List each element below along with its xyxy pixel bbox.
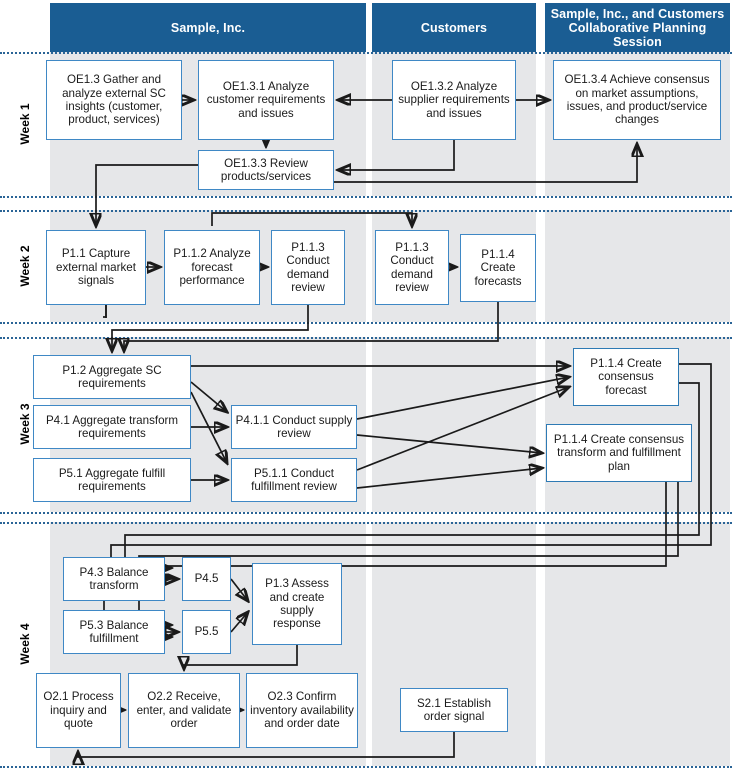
node-p55[interactable]: P5.5 <box>182 610 231 654</box>
node-label: P1.1.4 Create consensus transform and fu… <box>553 432 685 473</box>
column-header-collaborative: Sample, Inc., and Customers Collaborativ… <box>545 3 730 52</box>
node-label: S2.1 Establish order signal <box>416 696 492 723</box>
node-label: OE1.3.4 Achieve consensus on market assu… <box>564 73 710 127</box>
node-p114-forecasts[interactable]: P1.1.4 Create forecasts <box>460 234 536 302</box>
node-label: O2.2 Receive, enter, and validate order <box>136 690 232 731</box>
node-p511[interactable]: P5.1.1 Conduct fulfillment review <box>231 458 357 502</box>
row-label-week1: Week 1 <box>18 103 32 145</box>
node-label: P5.1.1 Conduct fulfillment review <box>251 466 337 493</box>
node-oe133[interactable]: OE1.3.3 Review products/services <box>198 150 334 190</box>
column-gutter-1 <box>366 52 372 766</box>
row-label-week3: Week 3 <box>18 403 32 445</box>
node-o22[interactable]: O2.2 Receive, enter, and validate order <box>128 673 240 748</box>
row-label-week2: Week 2 <box>18 245 32 287</box>
node-s21[interactable]: S2.1 Establish order signal <box>400 688 508 732</box>
node-oe131[interactable]: OE1.3.1 Analyze customer requirements an… <box>198 60 334 140</box>
node-o23[interactable]: O2.3 Confirm inventory availability and … <box>246 673 358 748</box>
node-p41[interactable]: P4.1 Aggregate transform requirements <box>33 405 191 449</box>
row-separator-week3-top <box>0 337 732 339</box>
node-p13[interactable]: P1.3 Assess and create supply response <box>252 563 342 645</box>
column-header-label: Sample, Inc. <box>170 20 246 35</box>
node-p113-internal[interactable]: P1.1.3 Conduct demand review <box>271 230 345 305</box>
node-oe134[interactable]: OE1.3.4 Achieve consensus on market assu… <box>553 60 721 140</box>
node-label: OE1.3.3 Review products/services <box>220 156 312 183</box>
node-p43[interactable]: P4.3 Balance transform <box>63 557 165 601</box>
node-label: P1.2 Aggregate SC requirements <box>62 363 162 390</box>
row-separator-week2-bot <box>0 322 732 324</box>
node-oe13[interactable]: OE1.3 Gather and analyze external SC ins… <box>46 60 182 140</box>
node-label: P5.1 Aggregate fulfill requirements <box>58 466 166 493</box>
node-p114-consensus-forecast[interactable]: P1.1.4 Create consensus forecast <box>573 348 679 406</box>
node-label: P1.1.4 Create consensus forecast <box>590 356 662 397</box>
node-label: OE1.3.1 Analyze customer requirements an… <box>206 79 326 120</box>
column-header-sample: Sample, Inc. <box>50 3 366 52</box>
node-p51[interactable]: P5.1 Aggregate fulfill requirements <box>33 458 191 502</box>
row-separator-week1-bot <box>0 196 732 198</box>
column-gutter-2 <box>536 52 545 766</box>
node-label: P4.1 Aggregate transform requirements <box>45 413 179 440</box>
row-label-week4: Week 4 <box>18 623 32 665</box>
node-label: P1.1.3 Conduct demand review <box>390 240 434 294</box>
node-oe132[interactable]: OE1.3.2 Analyze supplier requirements an… <box>392 60 516 140</box>
node-o21[interactable]: O2.1 Process inquiry and quote <box>36 673 121 748</box>
node-label: P5.5 <box>194 625 219 639</box>
node-label: OE1.3 Gather and analyze external SC ins… <box>62 73 166 127</box>
node-label: P1.1.4 Create forecasts <box>474 247 522 288</box>
node-label: P5.3 Balance fulfillment <box>79 618 149 645</box>
node-label: P1.1.2 Analyze forecast performance <box>173 247 251 288</box>
node-p114-consensus-plan[interactable]: P1.1.4 Create consensus transform and fu… <box>546 424 692 482</box>
node-label: P1.3 Assess and create supply response <box>265 577 329 631</box>
node-p12[interactable]: P1.2 Aggregate SC requirements <box>33 355 191 399</box>
column-header-label: Customers <box>420 20 488 35</box>
column-header-customers: Customers <box>372 3 536 52</box>
node-p11[interactable]: P1.1 Capture external market signals <box>46 230 146 305</box>
node-label: P4.1.1 Conduct supply review <box>235 413 353 440</box>
row-separator-week2-top <box>0 210 732 212</box>
node-p113-customer[interactable]: P1.1.3 Conduct demand review <box>375 230 449 305</box>
row-separator-week4-bot <box>0 766 732 768</box>
node-label: O2.3 Confirm inventory availability and … <box>250 690 354 731</box>
node-label: OE1.3.2 Analyze supplier requirements an… <box>398 79 510 120</box>
row-separator-top-week1 <box>0 52 732 54</box>
node-label: P4.5 <box>194 572 219 586</box>
row-separator-week3-bot <box>0 512 732 514</box>
node-label: P1.1 Capture external market signals <box>56 247 136 288</box>
row-separator-week4-top <box>0 522 732 524</box>
node-p112[interactable]: P1.1.2 Analyze forecast performance <box>164 230 260 305</box>
node-label: P4.3 Balance transform <box>79 565 149 592</box>
column-header-label: Sample, Inc., and Customers Collaborativ… <box>550 6 725 49</box>
node-p53[interactable]: P5.3 Balance fulfillment <box>63 610 165 654</box>
node-label: P1.1.3 Conduct demand review <box>286 240 330 294</box>
node-p411[interactable]: P4.1.1 Conduct supply review <box>231 405 357 449</box>
node-label: O2.1 Process inquiry and quote <box>43 690 114 731</box>
node-p45[interactable]: P4.5 <box>182 557 231 601</box>
